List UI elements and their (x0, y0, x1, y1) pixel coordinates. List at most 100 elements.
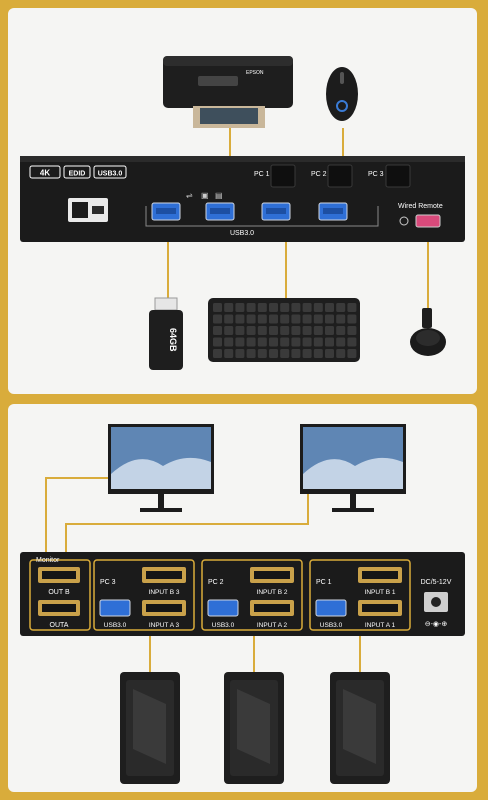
input-a1-label: INPUT A 1 (365, 622, 396, 629)
pc2-input-group: PC 2 INPUT B 2 USB3.0 INPUT A 2 (201, 559, 303, 631)
keyboard-key (269, 337, 278, 347)
pc3-input-group: PC 3 INPUT B 3 USB3.0 INPUT A 3 (93, 559, 195, 631)
keyboard-key (302, 314, 312, 324)
keyboard-key (347, 303, 357, 312)
polarity-icon: ⊖-◉-⊕ (425, 621, 448, 628)
keyboard-key (235, 314, 245, 324)
keyboard-key (246, 337, 256, 347)
keyboard-key (347, 337, 357, 347)
keyboard-key (336, 326, 346, 335)
keyboard-key (257, 349, 267, 358)
usb3-port-label: USB3.0 (230, 230, 254, 237)
keyboard-key (257, 314, 267, 324)
keyboard-key (291, 303, 301, 312)
keyboard-key (224, 326, 234, 335)
monitor1-cable (45, 477, 108, 564)
keyboard-key (269, 326, 278, 335)
out-a-label: OUTA (50, 622, 69, 629)
keyboard-key (325, 314, 334, 324)
printer-icon: ▣ (201, 191, 209, 200)
bottom-connection-lines (45, 477, 361, 672)
printer: EPSON (163, 56, 293, 128)
keyboard-key (336, 349, 346, 358)
keyboard-key (325, 337, 334, 347)
monitor-2 (300, 424, 406, 512)
keyboard-key (269, 349, 278, 358)
input-a2-label: INPUT A 2 (257, 622, 288, 629)
keyboard-key (224, 349, 234, 358)
badge-edid: EDID (69, 171, 86, 178)
usb-pc2-port[interactable] (207, 599, 239, 617)
pc1-label: PC 1 (316, 579, 332, 586)
keyboard-key (246, 349, 256, 358)
remote-port[interactable] (415, 214, 441, 228)
badge-usb3: USB3.0 (98, 171, 123, 178)
usb-pc2-label: USB3.0 (212, 622, 235, 629)
usb-pc3-label: USB3.0 (104, 622, 127, 629)
pc-tower-3 (120, 672, 180, 784)
pc1-button[interactable] (270, 164, 296, 188)
pc1-button-label: PC 1 (254, 171, 270, 178)
pc3-button-label: PC 3 (368, 171, 384, 178)
keyboard-key (313, 349, 323, 358)
kvm-usb-connection-panel: EPSON 4K EDID USB3.0 PC 1 PC 2 PC 3 ⇌ ▣ … (8, 8, 477, 394)
keyboard-key (291, 326, 301, 335)
keyboard-key (235, 337, 245, 347)
out-b-label: OUT B (48, 589, 70, 596)
keyboard-key (313, 303, 323, 312)
keyboard-key (235, 326, 245, 335)
keyboard-key (302, 349, 312, 358)
input-b3-label: INPUT B 3 (149, 589, 180, 596)
keyboard-key (280, 314, 290, 324)
usb-stick-capacity: 64GB (168, 328, 178, 352)
keyboard-key (291, 314, 301, 324)
keyboard-key (224, 337, 234, 347)
pc2-button[interactable] (327, 164, 353, 188)
pc-tower-2 (224, 672, 284, 784)
keyboard-key (224, 314, 234, 324)
keyboard-key (213, 303, 222, 312)
keyboard-key (269, 314, 278, 324)
input-b2-label: INPUT B 2 (257, 589, 288, 596)
gaming-mouse (326, 67, 358, 121)
keyboard-key (246, 314, 256, 324)
monitor2-cable (65, 494, 309, 564)
wired-remote-label: Wired Remote (398, 203, 443, 210)
keyboard-key (280, 303, 290, 312)
keyboard-key (280, 326, 290, 335)
kvm-video-connection-panel: Monitor OUT B OUTA PC 3 INPUT B 3 USB3.0… (8, 404, 477, 792)
pc3-button[interactable] (385, 164, 411, 188)
keyboard-key (291, 337, 301, 347)
bottom-diagram: Monitor OUT B OUTA PC 3 INPUT B 3 USB3.0… (20, 424, 465, 784)
pc3-label: PC 3 (100, 579, 116, 586)
kvm-switch-bottom: Monitor OUT B OUTA PC 3 INPUT B 3 USB3.0… (20, 552, 465, 636)
keyboard-key (235, 303, 245, 312)
keyboard-key (325, 303, 334, 312)
usb-flash-drive: 64GB (149, 297, 183, 370)
keyboard-key (235, 349, 245, 358)
keyboard-key (280, 349, 290, 358)
top-diagram: EPSON 4K EDID USB3.0 PC 1 PC 2 PC 3 ⇌ ▣ … (20, 56, 465, 370)
keyboard-key (224, 303, 234, 312)
pc1-input-group: PC 1 INPUT B 1 USB3.0 INPUT A 1 (309, 559, 411, 631)
pc2-label: PC 2 (208, 579, 224, 586)
usb-pc1-port[interactable] (315, 599, 347, 617)
keyboard-key (257, 303, 267, 312)
keyboard-key (347, 349, 357, 358)
keyboard-key (302, 326, 312, 335)
keyboard-key (213, 314, 222, 324)
pc-tower-1 (330, 672, 390, 784)
keyboard-key (313, 314, 323, 324)
keyboard-key (257, 337, 267, 347)
keyboard-key (313, 326, 323, 335)
power-label: DC/5-12V (421, 579, 452, 586)
keyboard (208, 298, 360, 362)
remote-jack-icon (399, 216, 409, 226)
keyboard-key (246, 303, 256, 312)
usb-trident-icon: ⇌ (186, 191, 193, 200)
wired-remote (410, 308, 446, 356)
printer-brand: EPSON (246, 70, 264, 76)
monitor-1 (108, 424, 214, 512)
usb-ports (151, 202, 348, 221)
usb-pc3-port[interactable] (99, 599, 131, 617)
